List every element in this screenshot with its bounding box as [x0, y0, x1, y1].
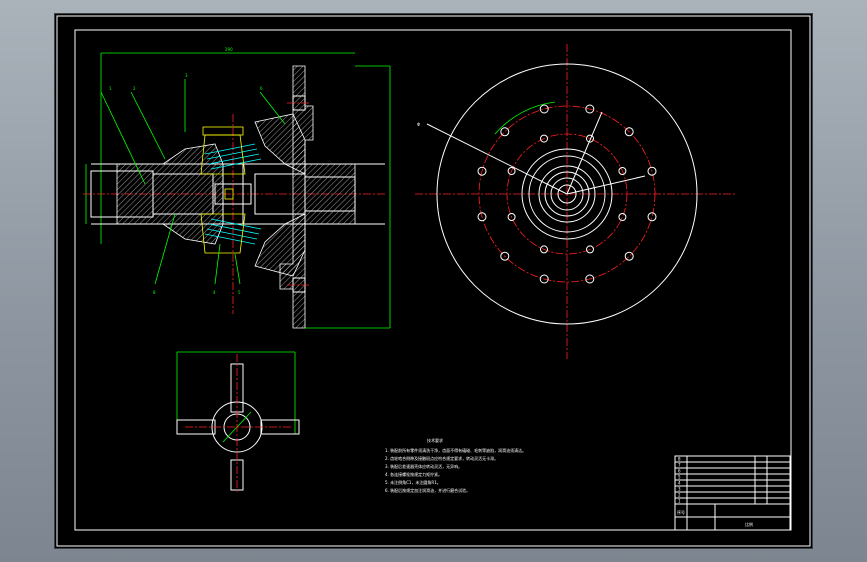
- title-block-row-number: 2: [678, 493, 681, 498]
- note-line-5: 5. 未注倒角C1，未注圆角R1。: [385, 479, 441, 485]
- note-line-4: 4. 各连接螺栓按规定力矩拧紧。: [385, 471, 442, 477]
- section-view: 290: [83, 47, 391, 329]
- svg-text:290: 290: [225, 47, 233, 52]
- technical-notes: 技术要求 1. 装配前所有零件须清洗干净，齿面不得有磕碰、毛刺等缺陷，润滑油须清…: [385, 437, 526, 493]
- inner-bolt-hole: [507, 167, 516, 175]
- bolt-hole: [585, 274, 595, 284]
- inner-bolt-hole: [586, 245, 594, 254]
- bolt-hole: [539, 104, 549, 114]
- bolt-hole: [477, 212, 487, 222]
- inner-bolt-hole: [507, 213, 516, 221]
- notes-title: 技术要求: [427, 437, 443, 443]
- inner-bolt-hole: [618, 167, 627, 175]
- bolt-hole: [500, 251, 510, 261]
- cad-viewport[interactable]: 290: [55, 14, 812, 548]
- sheet-outer-border: [56, 15, 811, 547]
- inner-bolt-hole: [618, 213, 627, 221]
- bolt-hole: [585, 104, 595, 114]
- note-line-1: 1. 装配前所有零件须清洗干净，齿面不得有磕碰、毛刺等缺陷，润滑油须清洁。: [385, 447, 526, 453]
- spider-view: [176, 351, 300, 494]
- bolt-hole: [647, 166, 657, 176]
- bolt-hole: [647, 212, 657, 222]
- bolt-hole: [624, 127, 634, 137]
- balloon-8: 8: [153, 290, 156, 295]
- title-block-row-number: 6: [678, 469, 681, 474]
- note-line-6: 6. 装配后按规定加注润滑油，并进行磨合试验。: [385, 487, 470, 493]
- bolt-hole: [539, 274, 549, 284]
- svg-text:Φ: Φ: [417, 122, 420, 127]
- balloon-6: 6: [260, 86, 263, 91]
- balloon-4: 4: [213, 290, 216, 295]
- title-block-row-number: 4: [678, 481, 681, 486]
- bolt-hole: [477, 166, 487, 176]
- sheet-inner-border: [74, 29, 792, 531]
- note-line-3: 3. 装配后差速器壳体应转动灵活，无异响。: [385, 463, 462, 469]
- inner-bolt-hole: [540, 134, 548, 143]
- balloon-2: 2: [133, 86, 136, 91]
- bolt-hole: [624, 251, 634, 261]
- note-line-2: 2. 齿轮啮合侧隙及接触斑点应符合规定要求，转动灵活无卡滞。: [385, 455, 498, 461]
- end-view: Φ: [415, 44, 735, 359]
- cad-drawing: 290: [56, 15, 811, 547]
- title-block-row-number: 5: [678, 475, 681, 480]
- inner-bolt-hole: [586, 134, 594, 143]
- balloon-3: 3: [185, 73, 188, 78]
- bolt-hole: [500, 127, 510, 137]
- balloon-1: 1: [109, 86, 112, 91]
- title-block-header: 序号: [677, 509, 685, 515]
- title-block-row-number: 8: [678, 457, 681, 462]
- title-block-row-number: 3: [678, 487, 681, 492]
- title-block-row-number: 1: [678, 499, 681, 504]
- balloon-5: 5: [238, 290, 241, 295]
- title-block-row-number: 7: [678, 463, 681, 468]
- title-block-footer: 比例: [745, 521, 753, 527]
- inner-bolt-hole: [540, 245, 548, 254]
